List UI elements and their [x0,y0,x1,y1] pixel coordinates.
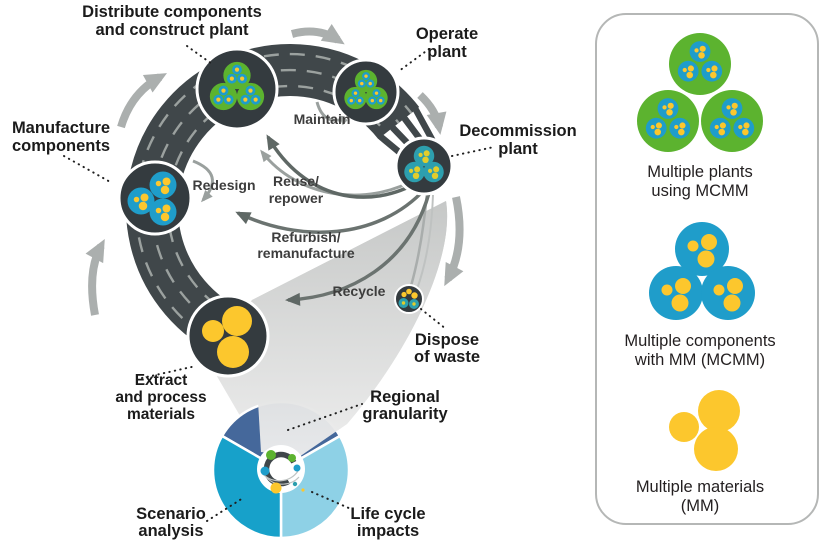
plant-component-icon [344,86,367,110]
node-operate [332,58,400,126]
dispose-connector-2 [416,194,434,290]
decommissioned-component-icon [404,161,425,183]
legend-materials-label-1: Multiple materials [636,478,764,496]
leader-extract [141,365,197,379]
label-regional-1: Regional [370,388,440,406]
leader-lines [63,45,495,522]
reuse-arrow [266,134,421,199]
node-manufacture [117,160,193,236]
legend-materials-icon [669,390,740,471]
label-decommission-1: Decommission [459,122,576,140]
legend-plants-label-1: Multiple plants [647,163,752,181]
label-refurbish-1: Refurbish/ [271,229,340,245]
material-icon [202,320,224,342]
plant-component-icon [365,86,388,110]
label-scenario-1: Scenario [136,505,206,523]
label-regional-2: granularity [362,405,448,423]
leader-dispose [420,308,447,330]
label-extract-3: materials [127,406,195,423]
label-refurbish-2: remanufacture [257,245,354,261]
legend-plants-label-2: using MCMM [651,182,748,200]
node-distribute [195,47,279,131]
flow-direction-arrows [85,23,464,316]
refurbish-arrow [235,187,427,234]
label-maintain: Maintain [294,111,351,127]
leader-regional [287,403,363,431]
node-dispose [394,284,424,314]
label-extract-2: and process [115,389,206,406]
legend-panel: Multiple plants using MCMM Multiple comp… [595,13,819,525]
label-decommission-2: plant [498,140,538,158]
waste-material-icon [401,291,407,298]
label-distribute-1: Distribute components [82,3,262,21]
label-operate-1: Operate [416,25,478,43]
material-icon [222,306,252,336]
leader-distribute [186,45,213,65]
node-extract [186,294,270,378]
label-lifecycle-2: impacts [357,522,419,540]
label-reuse-2: repower [269,190,324,206]
outer-arrow-nw [117,73,168,129]
label-dispose-1: Dispose [415,331,479,349]
label-lifecycle-1: Life cycle [350,505,425,523]
label-extract-1: Extract [135,372,188,389]
pie-hub-mini-diagram-icon [257,445,305,494]
label-dispose-2: of waste [414,348,480,366]
material-icon [217,336,249,368]
leader-decommission [451,146,495,157]
legend-components-label-1: Multiple components [624,332,775,350]
label-scenario-2: analysis [138,522,203,540]
outer-arrow-top [290,23,345,45]
plant-component-icon [236,82,265,111]
circularity-arrows [192,101,431,306]
label-manufacture-2: components [12,137,110,155]
waste-material-icon [411,292,418,299]
outer-arrow-se [444,196,464,287]
label-recycle: Recycle [333,283,386,299]
plant-component-icon [209,82,238,111]
redesign-loop-arrow [192,159,214,203]
label-operate-2: plant [427,43,467,61]
label-redesign: Redesign [192,177,255,193]
node-decommission [394,136,454,196]
label-distribute-2: and construct plant [95,21,249,39]
legend-materials-label-2: (MM) [681,497,719,515]
label-manufacture-1: Manufacture [12,119,110,137]
waste-material-icon [406,288,412,295]
label-reuse-1: Reuse/ [273,173,319,189]
funnel-tip [252,201,448,457]
component-icon [149,171,177,199]
leader-operate [398,48,430,72]
outer-arrow-west [85,238,105,316]
decommissioned-component-icon [423,161,444,183]
component-icon [149,198,177,226]
recycle-arrow [285,192,431,306]
legend-components-label-2: with MM (MCMM) [634,351,765,369]
leader-manufacture [63,155,113,184]
outer-arrow-east [417,92,447,135]
maintain-loop-arrow [315,101,352,126]
